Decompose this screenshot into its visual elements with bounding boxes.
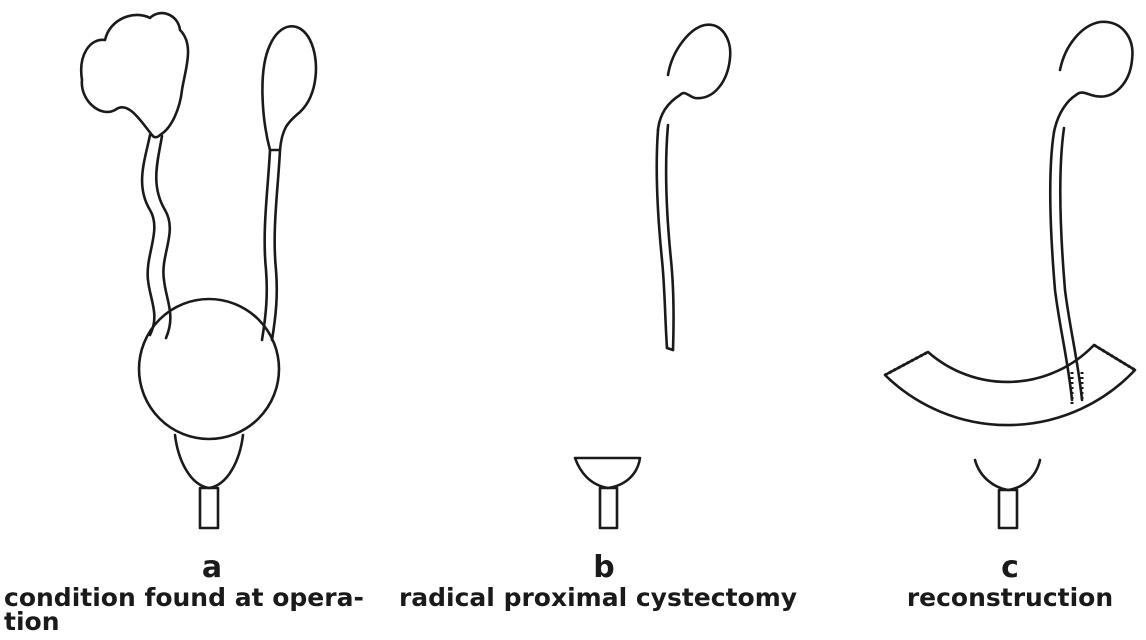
panel-a-right-ureter-outer (262, 150, 270, 340)
panel-b-ureter-inner (666, 125, 673, 350)
panel-b-urethra (600, 488, 617, 528)
panel-b-caption: radical proximal cystectomy (399, 583, 797, 612)
panel-c-drawing (885, 22, 1135, 528)
panel-c-reconstruction-segment (885, 345, 1135, 425)
panel-a-letter: a (202, 550, 222, 585)
panel-c-urethra (999, 490, 1017, 528)
panel-a-right-ureter-inner (272, 150, 280, 340)
panel-b-kidney (658, 25, 730, 130)
panel-c-bladder-neck (975, 460, 1040, 490)
panel-c-caption: reconstruction (907, 583, 1113, 612)
panel-c-ureter-implant (1072, 372, 1082, 405)
panel-a-bladder (139, 299, 279, 439)
panel-a-drawing (81, 13, 316, 528)
panel-b-drawing (575, 25, 730, 528)
panel-a-caption-continued: tion (4, 607, 60, 636)
panel-a-urethra (200, 488, 218, 528)
panel-a-left-ureter-inner (156, 136, 170, 338)
panel-b-letter: b (593, 550, 614, 585)
panel-c-letter: c (1001, 550, 1019, 585)
panel-a-bladder-neck (175, 435, 243, 488)
panel-a-left-kidney (81, 13, 188, 137)
panel-a-right-kidney (262, 26, 316, 150)
panel-c-kidney (1054, 22, 1132, 132)
panel-b-bladder-neck (575, 458, 640, 488)
panel-a-left-ureter-outer (142, 135, 154, 335)
